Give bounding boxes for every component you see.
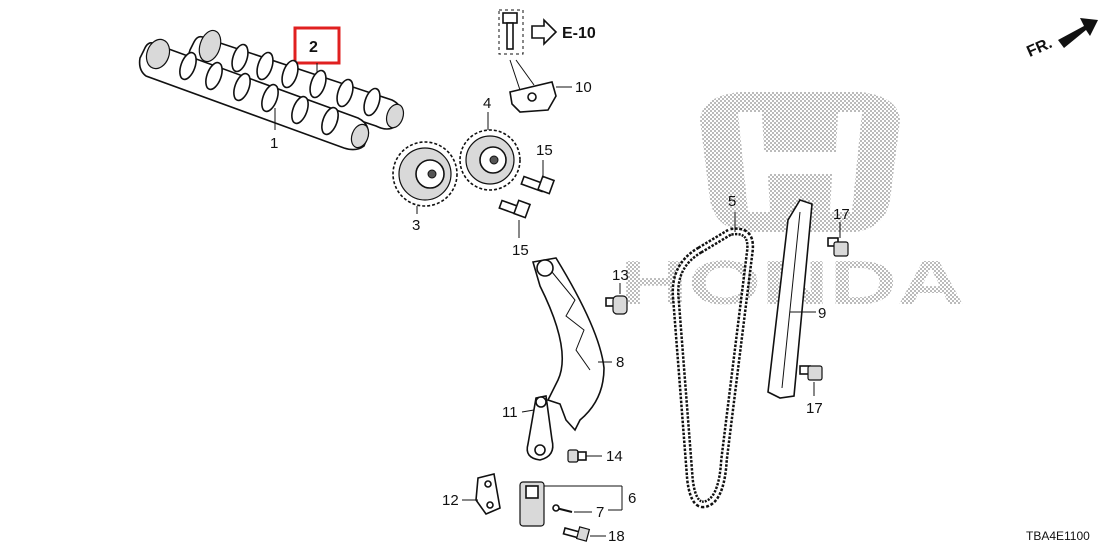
callout-2[interactable]: 2 [309, 39, 318, 56]
tensioner-6[interactable] [519, 481, 545, 527]
diagram-code: TBA4E1100 [1026, 529, 1090, 543]
callout-9[interactable]: 9 [818, 305, 826, 322]
callout-14[interactable]: 14 [606, 448, 623, 465]
sprocket-4[interactable] [459, 129, 521, 191]
timing-chain-5[interactable] [671, 227, 755, 509]
callout-12[interactable]: 12 [442, 492, 459, 509]
callout-1[interactable]: 1 [270, 135, 278, 152]
reference-e10[interactable]: E-10 [562, 25, 596, 42]
callout-15-upper[interactable]: 15 [536, 142, 553, 159]
front-direction-indicator: FR. [1024, 18, 1098, 61]
bolt-17-lower[interactable] [799, 365, 823, 381]
bolt-17-upper[interactable] [827, 237, 849, 257]
tensioner-arm-11[interactable] [526, 395, 554, 461]
callout-6[interactable]: 6 [628, 490, 636, 507]
bracket-12[interactable] [475, 473, 501, 515]
bolt-14[interactable] [567, 449, 587, 463]
part-13[interactable] [605, 295, 628, 315]
callout-8[interactable]: 8 [616, 354, 624, 371]
pin-7[interactable] [552, 504, 573, 513]
callout-18[interactable]: 18 [608, 528, 625, 545]
callout-10[interactable]: 10 [575, 79, 592, 96]
chain-guide-8[interactable] [531, 257, 605, 432]
callout-7[interactable]: 7 [596, 504, 604, 521]
callout-17-lower[interactable]: 17 [806, 400, 823, 417]
reference-arrow-icon [531, 18, 558, 46]
callout-3[interactable]: 3 [412, 217, 420, 234]
callout-15-lower[interactable]: 15 [512, 242, 529, 259]
bolt-15-lower[interactable] [498, 199, 532, 219]
callout-13[interactable]: 13 [612, 267, 629, 284]
honda-h-logo-icon [700, 92, 900, 232]
front-arrow-icon [1058, 18, 1098, 48]
chain-guide-9[interactable] [767, 199, 813, 399]
callout-4[interactable]: 4 [483, 95, 491, 112]
callout-11[interactable]: 11 [502, 404, 518, 421]
bolt-15-upper[interactable] [520, 175, 556, 195]
sprocket-3[interactable] [392, 141, 458, 207]
callout-17-upper[interactable]: 17 [833, 206, 850, 223]
upper-bolt[interactable] [498, 9, 524, 55]
bolt-18[interactable] [562, 526, 591, 542]
part-10-bracket[interactable] [509, 81, 557, 113]
camshaft-2[interactable] [188, 28, 406, 130]
front-label: FR. [1024, 35, 1054, 61]
callout-5[interactable]: 5 [728, 193, 736, 210]
camshaft-1[interactable] [138, 36, 372, 151]
